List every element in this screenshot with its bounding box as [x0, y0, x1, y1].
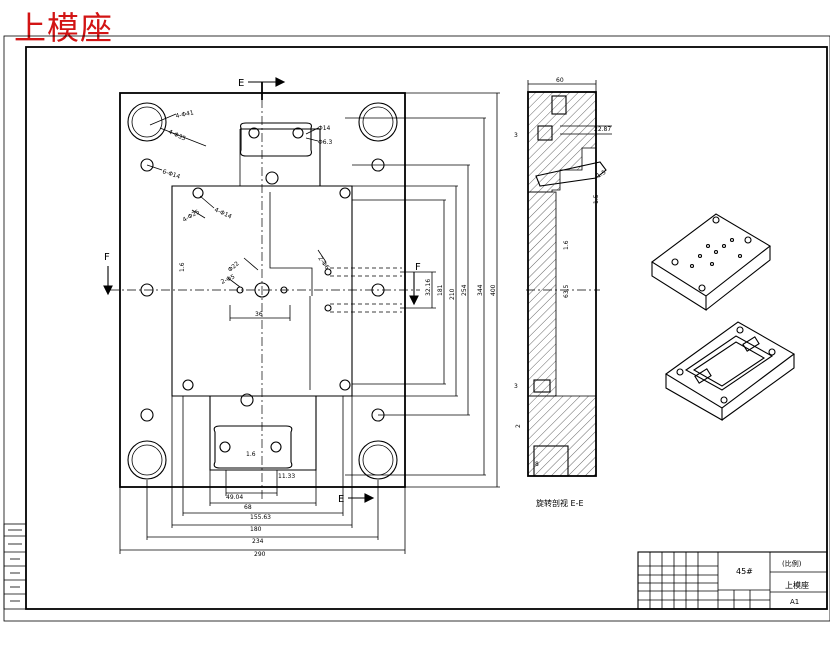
note-roughness-low: 1.6 — [246, 451, 256, 458]
note-4-d14: 4-Φ14 — [213, 206, 233, 220]
dim-290: 290 — [254, 551, 266, 558]
sec-dim-2: 2 — [515, 424, 522, 428]
dim-155-63: 155.63 — [250, 514, 271, 521]
sheet-inner-border — [25, 46, 828, 610]
guide-hole — [127, 440, 167, 480]
section-view — [526, 80, 612, 477]
section-bore-top — [551, 95, 567, 115]
note-4-d41: 4-Φ41 — [175, 109, 195, 120]
sec-dim-22-87: 22.87 — [594, 126, 611, 133]
dim-32-16: 32.16 — [425, 279, 432, 296]
title-scale: (比例) — [782, 559, 802, 568]
sec-roughness-1: 1.5 — [593, 194, 600, 204]
guide-hole — [358, 102, 398, 142]
bottom-dimension-lines — [119, 305, 406, 554]
section-bore-bottom — [533, 445, 569, 477]
title-material: 45# — [736, 567, 753, 576]
upper-slot-outline — [240, 128, 321, 186]
note-roughness-left: 1.6 — [179, 262, 186, 272]
lower-slot-outline — [209, 396, 317, 471]
dim-36: 36 — [255, 311, 263, 318]
dim-181: 181 — [437, 284, 444, 296]
iso-view-top — [651, 213, 771, 311]
dim-49-04: 49.04 — [226, 494, 243, 501]
dim-11-33: 11.33 — [278, 473, 295, 480]
title-part-name: 上模座 — [785, 580, 809, 590]
guide-hole — [127, 102, 167, 142]
right-dimension-lines — [345, 92, 500, 488]
window-lower — [213, 425, 293, 469]
sec-note-sprue: 1.5 — [596, 169, 608, 180]
sec-dim-3a: 3 — [514, 132, 518, 139]
screw-holes — [140, 127, 385, 453]
dim-400: 400 — [490, 284, 497, 296]
dim-68: 68 — [244, 504, 252, 511]
section-label: 旋转剖视 E-E — [536, 498, 584, 508]
dim-180: 180 — [250, 526, 262, 533]
section-hatch-mid — [527, 191, 557, 397]
title-block — [637, 551, 828, 610]
section-hatch-bottom — [527, 395, 597, 477]
iso-view-bottom — [665, 321, 795, 421]
title-sheet: A1 — [790, 598, 799, 606]
section-leader-22-87 — [560, 125, 612, 135]
note-d14: Φ14 — [318, 125, 331, 132]
dim-210: 210 — [449, 288, 456, 300]
section-bore-3 — [533, 379, 551, 393]
marker-E-bottom: E — [338, 494, 344, 505]
revision-strip — [3, 523, 27, 610]
hole-note-leaders — [146, 113, 327, 288]
section-bore-2 — [537, 125, 553, 141]
sec-dim-3b: 3 — [514, 383, 518, 390]
note-6-d14: 6-Φ14 — [161, 168, 181, 180]
sec-dim-60: 60 — [556, 77, 564, 84]
window-upper — [240, 122, 312, 157]
parting-step — [269, 192, 313, 296]
note-4-d25: 4-Φ25 — [182, 208, 202, 223]
sec-dim-8: 8 — [535, 461, 539, 468]
marker-F-right: F — [415, 262, 421, 273]
marker-F-left: F — [104, 252, 110, 263]
sec-dim-63-5: 63.5 — [563, 284, 570, 298]
note-4-d35: 4-Φ35 — [167, 128, 187, 142]
sec-roughness-2: 1.6 — [563, 240, 570, 250]
side-bores — [330, 267, 402, 313]
dim-254: 254 — [461, 284, 468, 296]
note-d6-3: Φ6.3 — [318, 139, 332, 146]
sheet-outer-border — [3, 35, 830, 622]
guide-hole — [358, 440, 398, 480]
section-hatch-top — [527, 91, 597, 193]
note-2-d5: 2-Φ5 — [220, 273, 236, 286]
dim-344: 344 — [477, 284, 484, 296]
section-arrows — [103, 77, 419, 503]
dim-234: 234 — [252, 538, 264, 545]
section-sprue — [535, 161, 607, 187]
marker-E-top: E — [238, 78, 244, 89]
page-title: 上模座 — [14, 9, 114, 47]
plan-view — [103, 77, 500, 554]
note-d22: Φ22 — [227, 260, 241, 273]
